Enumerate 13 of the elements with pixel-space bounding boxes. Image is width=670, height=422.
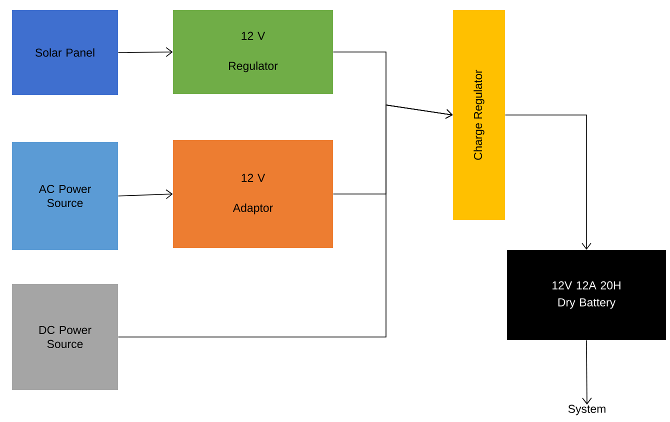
output-label: System [568,404,606,416]
source-box: AC Power Source [12,142,118,250]
source-box: DC Power Source [12,284,118,390]
adaptor-box: 12 V Adaptor [173,140,333,248]
regulator-box: 12 V Regulator [173,10,333,94]
battery-box: 12V 12A 20H Dry Battery [507,250,666,340]
arrow [118,104,453,338]
charge-regulator-box: Charge Regulator [453,10,505,220]
arrow [504,114,592,250]
arrow [118,47,173,57]
source-box: Solar Panel [12,10,118,95]
arrow [118,189,173,200]
arrow [582,340,592,405]
